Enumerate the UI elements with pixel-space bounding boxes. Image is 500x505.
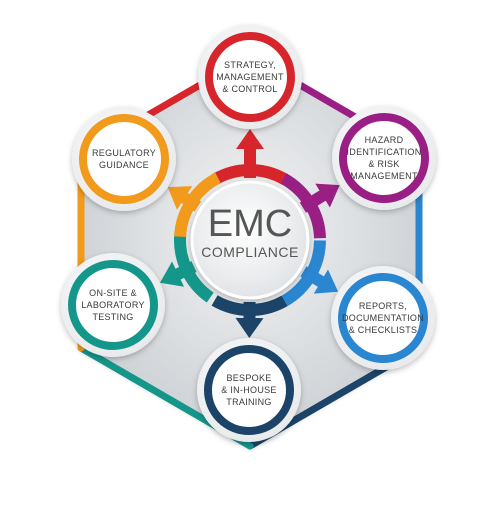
- hub-title: EMC: [207, 203, 293, 245]
- node-ring-reports: [338, 273, 428, 363]
- node-reports: [331, 266, 435, 370]
- node-label-line: & RISK: [368, 159, 400, 169]
- hub-circle: [190, 180, 310, 300]
- node-label-line: REGULATORY: [91, 148, 157, 158]
- node-label-line: LABORATORY: [81, 300, 145, 310]
- node-regulatory: [72, 107, 176, 211]
- arrow-to-reports: [300, 266, 339, 294]
- node-ring-training: [204, 345, 294, 435]
- arrow-to-hazard: [299, 183, 340, 213]
- node-ring-hazard: [339, 113, 429, 203]
- arrow-to-regulatory: [167, 186, 202, 212]
- node-testing: [61, 253, 165, 357]
- node-label-line: STRATEGY,: [224, 60, 276, 70]
- node-label-reports: REPORTS, DOCUMENTATION & CHECKLISTS: [323, 300, 443, 336]
- node-label-strategy: STRATEGY, MANAGEMENT & CONTROL: [190, 59, 310, 95]
- node-label-line: TESTING: [92, 312, 134, 322]
- arrow-to-training: [235, 301, 264, 339]
- node-label-line: REPORTS,: [358, 301, 408, 311]
- arrow-to-testing: [159, 261, 197, 287]
- node-hazard: [332, 106, 436, 210]
- node-label-line: DOCUMENTATION: [341, 313, 425, 323]
- node-label-hazard: HAZARD IDENTIFICATION & RISK MANAGEMENT: [324, 134, 444, 182]
- node-label-line: GUIDANCE: [99, 160, 149, 170]
- node-label-training: BESPOKE & IN-HOUSE TRAINING: [189, 372, 309, 408]
- node-label-line: HAZARD: [364, 135, 404, 145]
- node-label-line: BESPOKE: [226, 373, 272, 383]
- node-label-regulatory: REGULATORY GUIDANCE: [64, 147, 184, 171]
- node-training: [197, 338, 301, 442]
- node-label-line: TRAINING: [226, 397, 272, 407]
- node-label-line: IDENTIFICATION: [346, 147, 422, 157]
- node-label-line: MANAGEMENT: [216, 72, 284, 82]
- node-label-line: MANAGEMENT: [350, 171, 418, 181]
- node-label-line: & CHECKLISTS: [348, 325, 418, 335]
- nodes: [61, 25, 436, 442]
- node-ring-testing: [68, 260, 158, 350]
- node-ring-regulatory: [79, 114, 169, 204]
- node-strategy: [198, 25, 302, 129]
- node-label-testing: ON-SITE & LABORATORY TESTING: [53, 287, 173, 323]
- node-ring-strategy: [205, 32, 295, 122]
- node-label-line: ON-SITE &: [89, 288, 137, 298]
- hub-subtitle: COMPLIANCE: [201, 244, 299, 260]
- arrow-to-strategy: [236, 129, 264, 178]
- node-label-line: & CONTROL: [222, 84, 278, 94]
- arrows: [159, 129, 340, 339]
- node-label-line: & IN-HOUSE: [221, 385, 277, 395]
